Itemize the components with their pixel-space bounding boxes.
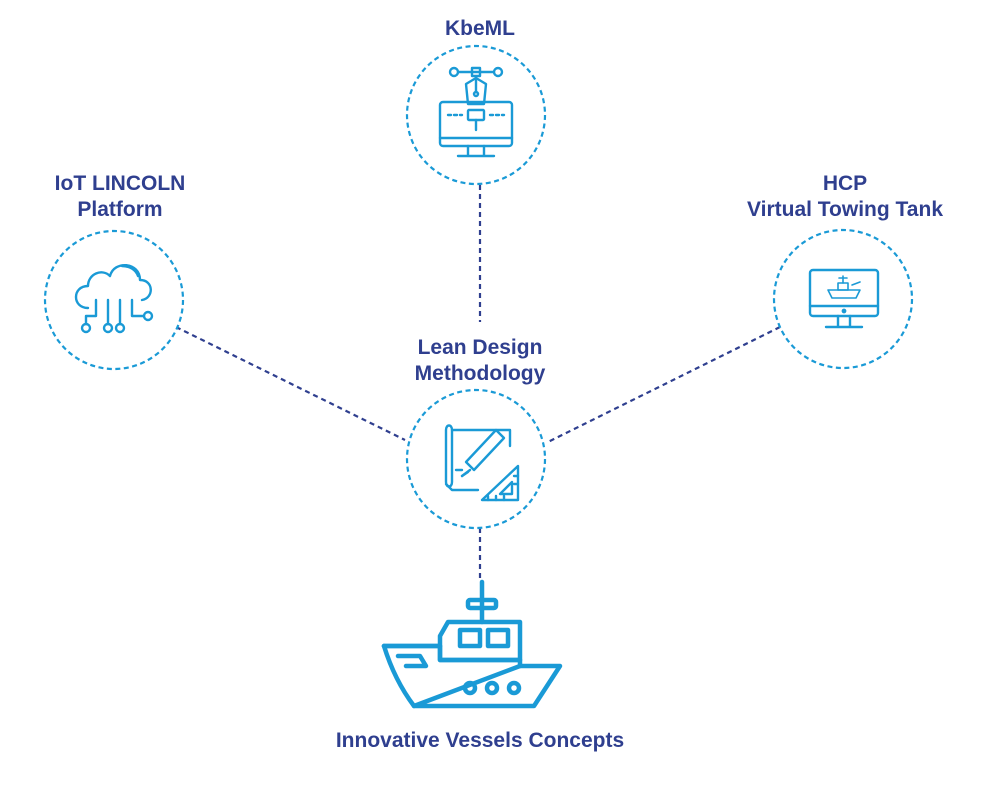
hcp-ring bbox=[772, 228, 914, 370]
lean-ring bbox=[405, 388, 547, 530]
innovative-vessels-label: Innovative Vessels Concepts bbox=[260, 728, 700, 754]
vessel-icon bbox=[381, 579, 563, 709]
kbeml-ring bbox=[405, 44, 547, 186]
lean-label-line-1: Lean Design bbox=[417, 336, 543, 359]
iot-label-line-1: IoT LINCOLN bbox=[54, 172, 186, 195]
connectors bbox=[175, 185, 781, 578]
iot-ring bbox=[43, 229, 185, 371]
iot-platform-label: IoT LINCOLN Platform bbox=[20, 171, 220, 223]
hcp-label-line-1: HCP bbox=[822, 172, 868, 195]
ship-monitor-icon bbox=[808, 268, 880, 329]
iot-label-line-2: Platform bbox=[77, 198, 163, 221]
kbeml-label: KbeML bbox=[390, 16, 570, 42]
innovative-label-line-1: Innovative Vessels Concepts bbox=[335, 729, 625, 752]
lean-label-line-2: Methodology bbox=[414, 362, 546, 385]
design-monitor-icon bbox=[438, 66, 514, 158]
hcp-label-line-2: Virtual Towing Tank bbox=[746, 198, 943, 221]
cloud-network-icon bbox=[74, 264, 154, 334]
kbeml-label-line-1: KbeML bbox=[445, 17, 515, 40]
lean-design-label: Lean Design Methodology bbox=[370, 335, 590, 387]
connector-iot-lean bbox=[175, 326, 406, 441]
blueprint-pencil-icon bbox=[444, 424, 520, 502]
hcp-label: HCP Virtual Towing Tank bbox=[700, 171, 981, 223]
connector-hcp-lean bbox=[547, 326, 781, 443]
